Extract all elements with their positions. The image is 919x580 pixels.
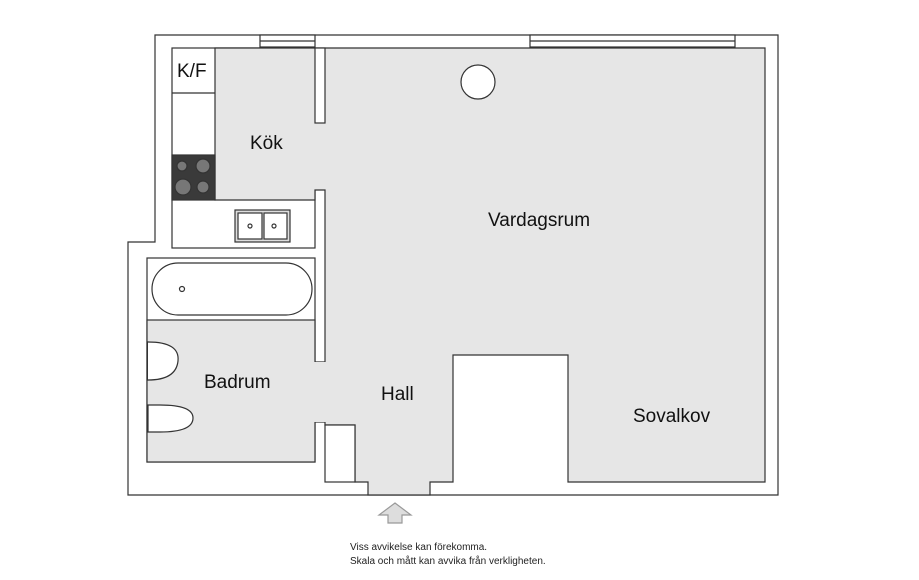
disclaimer-line-1: Viss avvikelse kan förekomma. <box>350 542 488 553</box>
bathroom-floor <box>146 319 316 463</box>
disclaimer-line-2: Skala och mått kan avvika från verklighe… <box>350 556 546 567</box>
room-label-kf: K/F <box>177 61 207 82</box>
column-icon <box>460 64 496 100</box>
entrance-arrow-icon <box>377 502 413 524</box>
room-label-living: Vardagsrum <box>488 210 591 231</box>
window-kitchen <box>259 34 316 48</box>
stove-icon <box>171 154 216 201</box>
window-living <box>529 34 736 48</box>
toilet-icon <box>147 404 194 433</box>
bathtub-icon <box>151 262 313 316</box>
sink-icon <box>234 209 291 243</box>
wall-stub <box>314 47 326 124</box>
room-label-bathroom: Badrum <box>204 372 271 393</box>
room-label-hall: Hall <box>381 384 414 405</box>
room-label-kitchen: Kök <box>250 133 283 154</box>
closet <box>324 424 356 483</box>
room-label-bedroom: Sovalkov <box>633 406 711 427</box>
